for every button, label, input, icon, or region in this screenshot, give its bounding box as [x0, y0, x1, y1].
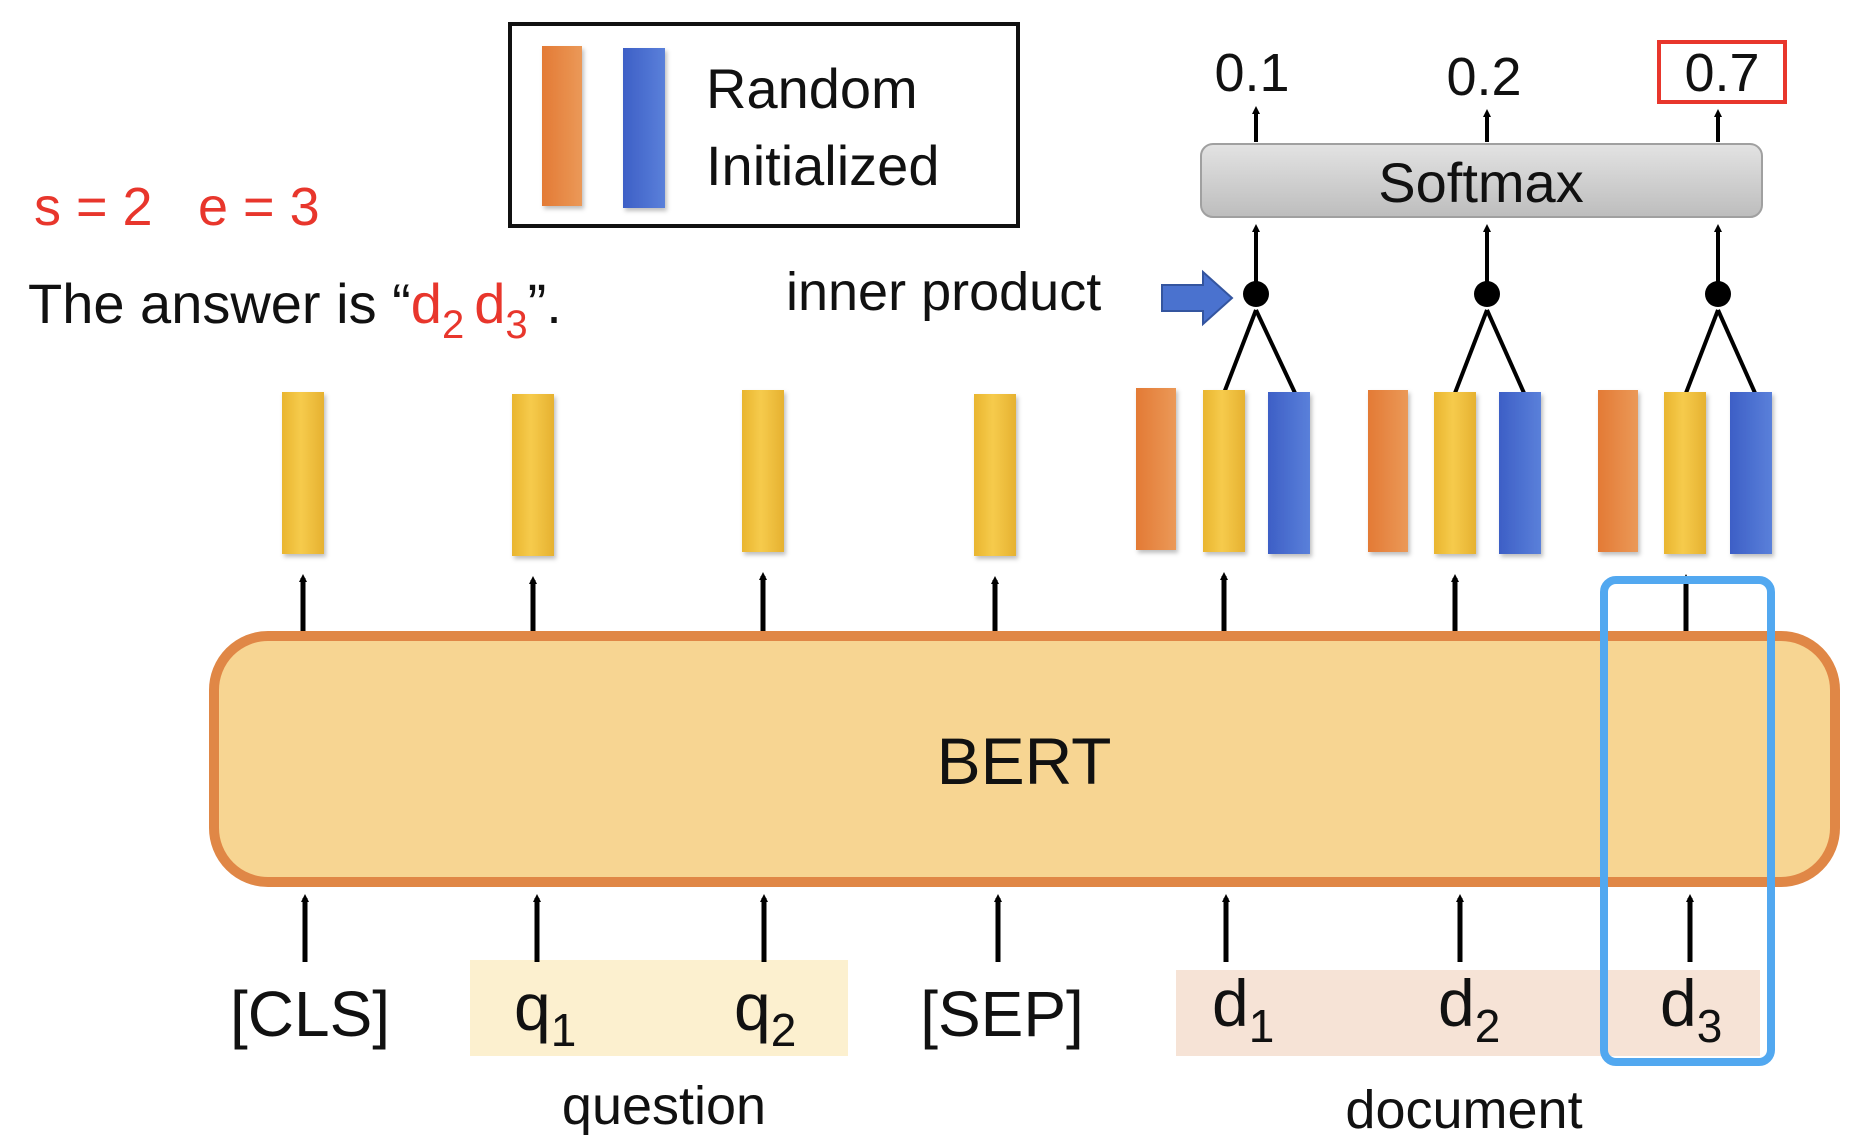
- d3-output-vector: [1664, 392, 1706, 554]
- legend-end-vector-swatch: [623, 48, 665, 208]
- softmax-label: Softmax: [1378, 151, 1583, 214]
- d1-end-vector-to-dot: [1254, 309, 1297, 394]
- softmax-output-d3: 0.7: [1684, 43, 1759, 103]
- legend-start-vector-swatch: [542, 46, 582, 206]
- end-index-label: e = 3: [198, 177, 320, 237]
- token-d2: d2: [1438, 966, 1500, 1052]
- answer-token-1-subscript: 2: [442, 303, 464, 347]
- document-group-label: document: [1345, 1080, 1582, 1140]
- token-d1-base: d: [1212, 966, 1249, 1040]
- d1-start-vector: [1136, 388, 1176, 550]
- d2-end-vector: [1499, 392, 1541, 554]
- output-vectors: [282, 388, 1772, 556]
- cls-output-vector: [282, 392, 324, 554]
- d3-end-vector-to-dot: [1716, 309, 1757, 394]
- answer-token-2: d: [474, 272, 505, 335]
- d2-start-vector: [1368, 390, 1408, 552]
- d2-token-to-dot: [1453, 309, 1489, 394]
- max-probability-highlight-box: [1657, 40, 1787, 104]
- answer-prefix: The answer is “: [28, 272, 411, 335]
- sep-output-vector: [974, 394, 1016, 556]
- inner-product-pointer-arrow: [1161, 269, 1234, 327]
- token-q2: q2: [734, 970, 796, 1056]
- d1-output-vector: [1203, 390, 1245, 552]
- softmax-output-d2: 0.2: [1446, 47, 1521, 107]
- token-q2-subscript: 2: [771, 1004, 797, 1056]
- d2-end-vector-to-dot: [1485, 309, 1526, 394]
- answer-suffix: ”.: [528, 272, 562, 335]
- softmax-output-d1: 0.1: [1214, 43, 1289, 103]
- token-q1-base: q: [514, 970, 551, 1044]
- legend: Random Initialized: [508, 22, 1020, 228]
- token-d1-subscript: 1: [1249, 1000, 1275, 1052]
- q1-output-vector: [512, 394, 554, 556]
- token-d1: d1: [1212, 966, 1274, 1052]
- token-d3: d3: [1660, 966, 1722, 1052]
- softmax-layer: [1200, 143, 1763, 218]
- token-d3-subscript: 3: [1697, 1000, 1723, 1052]
- inner-product-label: inner product: [786, 262, 1101, 322]
- start-index-label: s = 2: [34, 177, 153, 237]
- d3-focus-box: [1600, 576, 1775, 1066]
- answer-token-1: d: [411, 272, 442, 335]
- bert-label: BERT: [937, 724, 1112, 798]
- q2-output-vector: [742, 390, 784, 552]
- token-q1-subscript: 1: [551, 1004, 577, 1056]
- d1-token-to-dot: [1222, 309, 1258, 394]
- question-band: [470, 960, 848, 1056]
- answer-token-2-subscript: 3: [505, 303, 527, 347]
- d1-end-vector: [1268, 392, 1310, 554]
- bert-model-block: [209, 631, 1840, 887]
- token-d2-base: d: [1438, 966, 1475, 1040]
- token-sep: [SEP]: [920, 978, 1084, 1050]
- document-band: [1176, 970, 1760, 1056]
- token-d3-base: d: [1660, 966, 1697, 1040]
- inner-product-node-d1: [1243, 281, 1269, 307]
- d3-end-vector: [1730, 392, 1772, 554]
- inner-product-node-d2: [1474, 281, 1500, 307]
- token-q2-base: q: [734, 970, 771, 1044]
- question-group-label: question: [562, 1076, 766, 1136]
- d3-start-vector: [1598, 390, 1638, 552]
- inner-product-node-d3: [1705, 281, 1731, 307]
- legend-label-line-2: Initialized: [706, 134, 939, 197]
- token-d2-subscript: 2: [1475, 1000, 1501, 1052]
- legend-box: [508, 22, 1020, 228]
- token-q1: q1: [514, 970, 576, 1056]
- d2-output-vector: [1434, 392, 1476, 554]
- inner-product-connections: [1222, 224, 1757, 394]
- legend-label-line-1: Random: [706, 57, 918, 120]
- d3-token-to-dot: [1684, 309, 1720, 394]
- token-cls: [CLS]: [230, 978, 390, 1050]
